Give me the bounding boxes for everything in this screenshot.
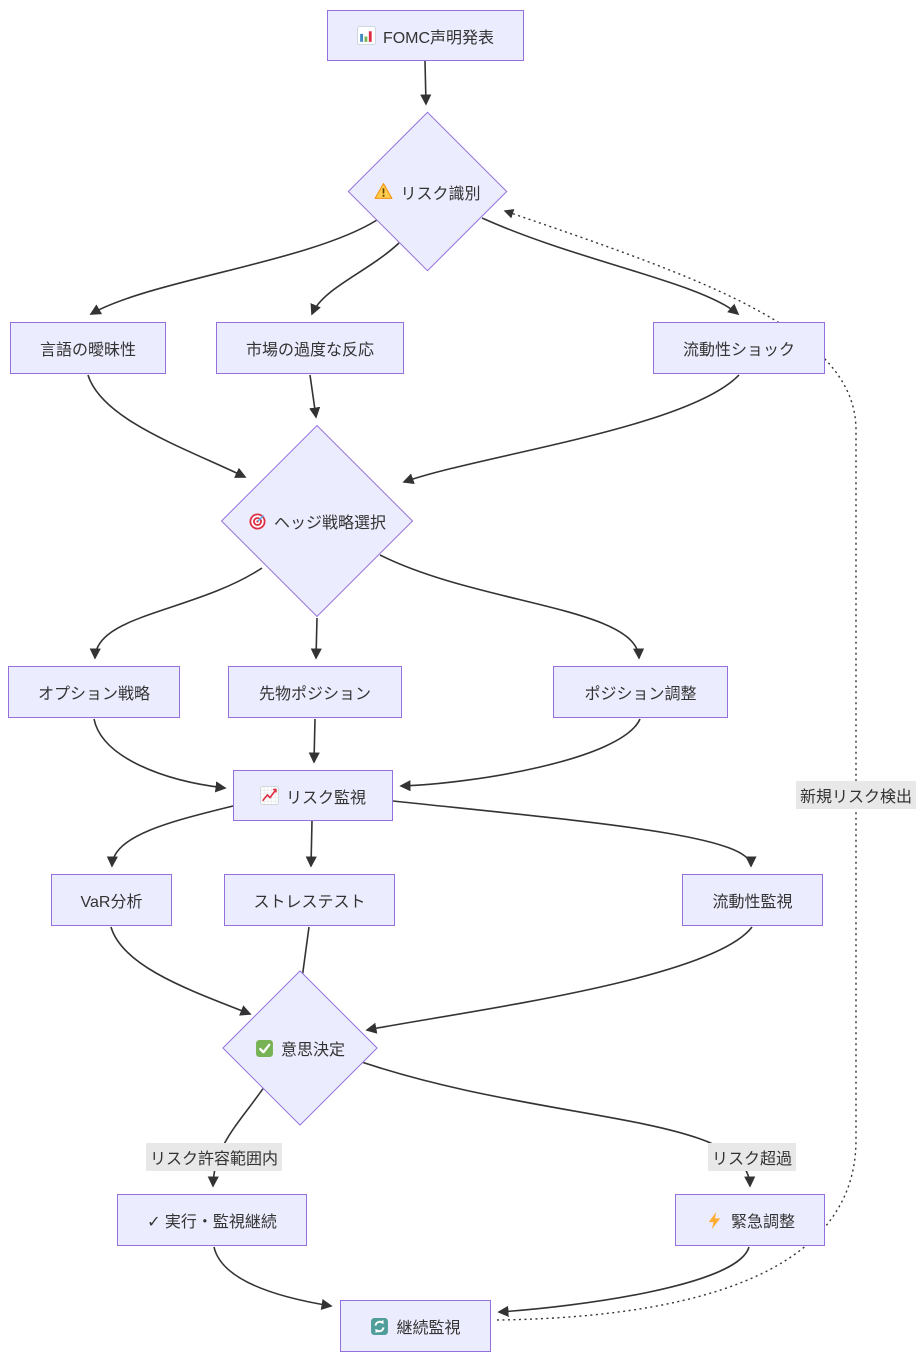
edge-decision-to-execute-monitor: [207, 1076, 272, 1188]
edge-risk-identification-to-liquidity-shock: [481, 217, 740, 316]
node-var-analysis: VaR分析: [51, 874, 172, 926]
edge-option-strategy-to-risk-monitoring: [93, 718, 227, 793]
warning-icon: [374, 182, 393, 201]
node-label: リスク識別: [400, 185, 481, 203]
edge-hedge-strategy-to-futures-position: [310, 617, 322, 660]
edge-risk-monitoring-to-var-analysis: [106, 805, 234, 868]
edge-emergency-adjustment-to-continuous-monitoring: [497, 1246, 750, 1317]
diamond-label: 意思決定: [245, 993, 355, 1103]
edge-language-ambiguity-to-hedge-strategy: [87, 374, 247, 478]
node-risk-identification: リスク識別: [347, 111, 508, 272]
target-icon: [248, 512, 267, 531]
edge-position-adjustment-to-risk-monitoring: [399, 718, 641, 792]
node-fomc-statement: FOMC声明発表: [327, 10, 524, 61]
node-label: 流動性ショック: [682, 342, 795, 359]
cycle-arrows-icon: [370, 1317, 389, 1336]
edge-risk-monitoring-to-stress-test: [305, 820, 317, 868]
edge-hedge-strategy-to-position-adjustment: [379, 554, 645, 660]
node-label: オプション戦略: [37, 686, 150, 703]
node-stress-test: ストレステスト: [224, 874, 395, 926]
edge-risk-identification-to-language-ambiguity: [89, 219, 378, 315]
node-hedge-strategy: ヘッジ戦略選択: [220, 424, 414, 618]
node-liquidity-shock: 流動性ショック: [653, 322, 825, 374]
node-position-adjustment: ポジション調整: [553, 666, 728, 718]
edge-label-new-risk-detected: 新規リスク検出: [795, 781, 917, 809]
node-risk-monitoring: リスク監視: [233, 770, 393, 821]
edge-label-risk-exceeded: リスク超過: [707, 1143, 797, 1171]
node-label: 緊急調整: [730, 1214, 795, 1231]
chart-increasing-icon: [259, 786, 279, 805]
node-emergency-adjustment: 緊急調整: [675, 1194, 825, 1246]
edge-var-analysis-to-decision: [110, 926, 252, 1016]
node-execute-monitor: ✓ 実行・監視継続: [117, 1194, 307, 1246]
node-label: 先物ポジション: [258, 686, 371, 703]
edge-market-overreaction-to-hedge-strategy: [309, 374, 321, 419]
node-label: VaR分析: [80, 894, 143, 911]
node-futures-position: 先物ポジション: [228, 666, 402, 718]
check-button-icon: [255, 1039, 274, 1058]
edge-fomc-to-risk-identification: [420, 60, 432, 106]
edge-label-within-risk-tolerance: リスク許容範囲内: [145, 1143, 283, 1171]
node-language-ambiguity: 言語の曖昧性: [10, 322, 166, 374]
edge-hedge-strategy-to-option-strategy: [89, 567, 263, 660]
node-label: 言語の曖昧性: [39, 342, 136, 359]
lightning-icon: [705, 1211, 724, 1230]
node-market-overreaction: 市場の過度な反応: [216, 322, 404, 374]
edge-futures-position-to-risk-monitoring: [308, 718, 320, 764]
node-label: FOMC声明発表: [382, 29, 495, 47]
node-label: リスク監視: [285, 789, 366, 807]
node-option-strategy: オプション戦略: [8, 666, 180, 718]
diamond-label: リスク識別: [371, 135, 484, 248]
node-liquidity-monitoring: 流動性監視: [682, 874, 823, 926]
node-label: ストレステスト: [253, 894, 366, 911]
diamond-label: ヘッジ戦略選択: [248, 453, 387, 589]
node-label: ポジション調整: [584, 686, 697, 703]
node-label: 流動性監視: [712, 894, 793, 911]
node-label: 市場の過度な反応: [245, 342, 374, 359]
bar-chart-icon: [356, 26, 376, 45]
node-label: ✓ 実行・監視継続: [147, 1214, 277, 1231]
edge-execute-monitor-to-continuous-monitoring: [213, 1246, 333, 1310]
node-label: ヘッジ戦略選択: [274, 515, 387, 532]
edge-liquidity-shock-to-hedge-strategy: [402, 374, 740, 485]
edge-liquidity-monitoring-to-decision: [365, 926, 753, 1034]
node-decision: 意思決定: [222, 970, 378, 1126]
edge-continuous-monitoring-to-risk-identification: [496, 209, 857, 1321]
node-label: 意思決定: [280, 1042, 345, 1059]
node-label: 継続監視: [396, 1320, 461, 1337]
node-continuous-monitoring: 継続監視: [340, 1300, 491, 1352]
edge-risk-identification-to-market-overreaction: [310, 242, 400, 316]
edge-risk-monitoring-to-liquidity-monitoring: [392, 800, 757, 868]
edge-decision-to-emergency-adjustment: [349, 1057, 756, 1188]
